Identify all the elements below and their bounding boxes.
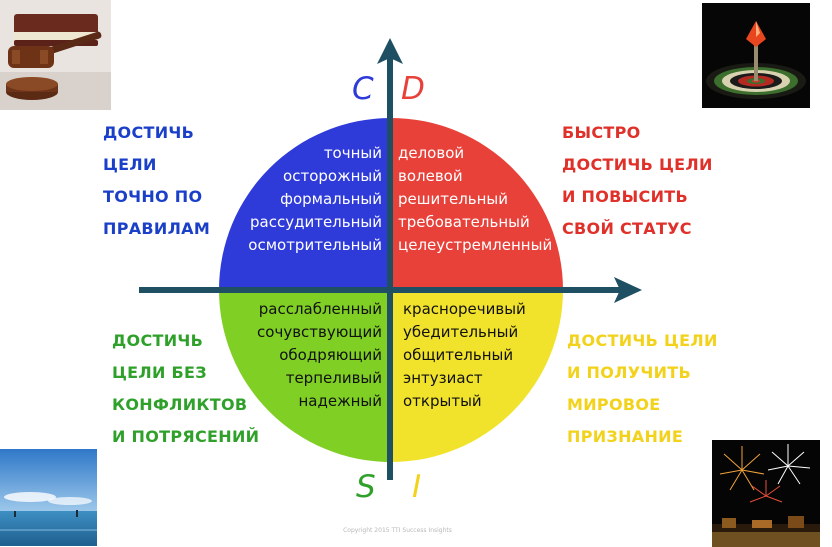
trait-item: осмотрительный [248,236,382,254]
trait-item: энтузиаст [403,369,483,387]
trait-item: волевой [398,167,463,185]
trait-item: открытый [403,392,482,410]
goal-line: ПРАВИЛАМ [103,219,211,238]
letter-i: I [412,469,422,505]
goal-line: ДОСТИЧЬ ЦЕЛИ [567,331,718,350]
letter-c: C [352,71,374,107]
goal-c: ДОСТИЧЬ ЦЕЛИ ТОЧНО ПО ПРАВИЛАМ [103,117,210,245]
goal-line: ДОСТИЧЬ [112,331,204,350]
trait-item: убедительный [403,323,519,341]
quadrant-s [219,290,391,462]
goal-i: ДОСТИЧЬ ЦЕЛИ И ПОЛУЧИТЬ МИРОВОЕ ПРИЗНАНИ… [567,325,718,453]
goal-line: И ПОВЫСИТЬ [562,187,688,206]
goal-s: ДОСТИЧЬ ЦЕЛИ БЕЗ КОНФЛИКТОВ И ПОТРЯСЕНИЙ [112,325,259,453]
vertical-axis-arrowhead [377,38,403,64]
trait-item: терпеливый [285,369,382,387]
trait-item: надежный [298,392,382,410]
goal-line: ДОСТИЧЬ [103,123,195,142]
trait-item: требовательный [398,213,530,231]
goal-line: ПРИЗНАНИЕ [567,427,684,446]
letter-s: S [356,469,376,505]
goal-line: И ПОТРЯСЕНИЙ [112,427,260,446]
letter-d: D [401,71,425,107]
trait-item: деловой [398,144,465,162]
trait-item: осторожный [283,167,382,185]
goal-line: МИРОВОЕ [567,395,661,414]
sea-photo-icon [0,449,97,546]
horizontal-axis [139,287,622,293]
goal-line: СВОЙ СТАТУС [562,219,692,238]
trait-item: расслабленный [258,300,382,318]
goal-line: ЦЕЛИ [103,155,157,174]
horizontal-axis-arrowhead [614,277,642,303]
trait-item: сочувствующий [257,323,382,341]
trait-item: красноречивый [403,300,526,318]
quadrant-d [391,118,563,290]
traits-d: деловой волевой решительный требовательн… [398,142,552,257]
goal-line: БЫСТРО [562,123,641,142]
goal-line: ТОЧНО ПО [103,187,203,206]
quadrant-c [219,118,391,290]
goal-line: ЦЕЛИ БЕЗ [112,363,207,382]
trait-item: точный [323,144,382,162]
traits-c: точный осторожный формальный рассудитель… [248,142,382,257]
fireworks-photo-icon [712,440,820,547]
vertical-axis [387,58,393,480]
dartboard-photo-icon [702,3,810,108]
traits-s: расслабленный сочувствующий ободряющий т… [257,298,382,413]
goal-line: КОНФЛИКТОВ [112,395,248,414]
trait-item: ободряющий [279,346,382,364]
gavel-photo-icon [0,0,111,110]
trait-item: формальный [280,190,382,208]
goal-line: ДОСТИЧЬ ЦЕЛИ [562,155,713,174]
trait-item: общительный [403,346,514,364]
quadrant-i [391,290,563,462]
traits-i: красноречивый убедительный общительный э… [403,298,526,413]
trait-item: рассудительный [250,213,382,231]
trait-item: решительный [398,190,509,208]
trait-item: целеустремленный [398,236,553,254]
goal-d: БЫСТРО ДОСТИЧЬ ЦЕЛИ И ПОВЫСИТЬ СВОЙ СТАТ… [562,117,713,245]
goal-line: И ПОЛУЧИТЬ [567,363,692,382]
copyright-text: Copyright 2015 TTI Success Insights [343,527,452,534]
